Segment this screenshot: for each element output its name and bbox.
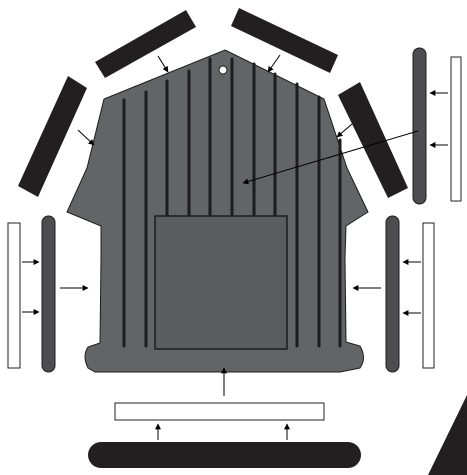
outline-strip-right-lower <box>422 222 435 369</box>
rail-right-upper <box>412 47 427 205</box>
corner-piece <box>428 395 467 475</box>
roof-strip-lower-right <box>338 82 408 198</box>
outline-strip-left <box>7 222 21 369</box>
rail-left <box>41 215 56 373</box>
outline-strip-bottom <box>114 402 325 421</box>
bottom-bar <box>88 442 361 468</box>
body-grooves <box>122 57 342 348</box>
hanging-hole <box>218 65 228 75</box>
roof-strip-upper-right <box>231 8 338 73</box>
rail-right-lower <box>385 215 400 373</box>
roof-strip-lower-left <box>18 76 87 197</box>
assembly-arrows <box>22 54 448 440</box>
window-panel <box>154 215 288 350</box>
outline-strip-right-upper <box>450 56 462 202</box>
roof-strip-upper-left <box>95 10 196 78</box>
shed-body <box>66 49 369 373</box>
